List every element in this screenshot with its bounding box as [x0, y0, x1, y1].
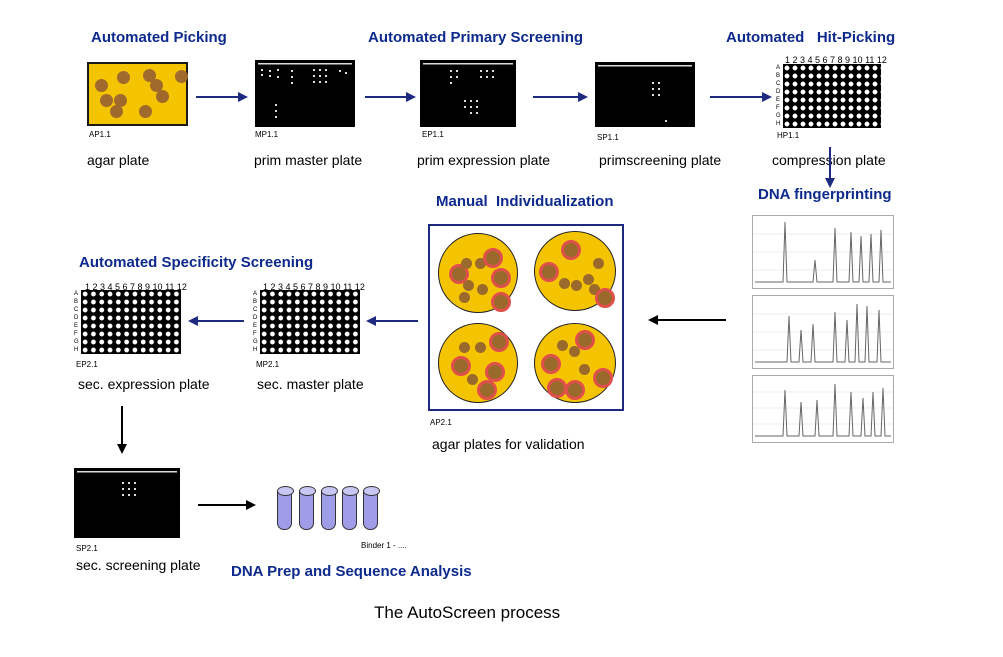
compression-plate-hp11	[783, 64, 881, 128]
sample-tubes	[275, 486, 385, 531]
colony	[139, 105, 152, 118]
plate-well-dots	[423, 63, 513, 114]
petri-dish	[438, 323, 518, 403]
colony	[150, 79, 163, 92]
tube-icon	[342, 486, 359, 530]
colony	[95, 79, 108, 92]
plate-well-dots	[598, 65, 692, 122]
petri-dish	[534, 323, 616, 403]
plate-id-mp21: MP2.1	[256, 360, 280, 369]
chromatogram-trace	[753, 221, 893, 283]
petri-dish	[534, 231, 616, 311]
plate-id-sp21: SP2.1	[76, 544, 98, 553]
chromatogram-trace	[753, 383, 893, 437]
screening-plate-sp11	[595, 62, 695, 127]
chromatogram-3	[752, 375, 894, 443]
plate-well-dots	[77, 471, 177, 496]
colony	[156, 90, 169, 103]
colony	[117, 71, 130, 84]
colony	[100, 94, 113, 107]
plate-label-ap21: agar plates for validation	[432, 436, 585, 452]
plate-id-ep11: EP1.1	[422, 130, 444, 139]
plate-id-hp11: HP1.1	[777, 131, 800, 140]
header-dna-fingerprinting: DNA fingerprinting	[758, 186, 892, 203]
plate-id-ep21: EP2.1	[76, 360, 98, 369]
plate-label-ap11: agar plate	[87, 152, 150, 168]
plate-well-dots	[258, 63, 352, 118]
header-manual-individualization: Manual Individualization	[436, 193, 614, 210]
chromatogram-1	[752, 215, 894, 289]
chromatogram-trace	[753, 303, 893, 363]
expression-plate-ep11	[420, 60, 516, 127]
colony	[175, 70, 188, 83]
master-plate-mp11	[255, 60, 355, 127]
tube-icon	[299, 486, 316, 530]
plate-id-ap11: AP1.1	[89, 130, 111, 139]
header-automated-primary-screening: Automated Primary Screening	[368, 29, 584, 46]
header-automated-picking: Automated Picking	[91, 29, 227, 46]
plate-label-sp11: primscreening plate	[599, 152, 722, 168]
chromatogram-2	[752, 295, 894, 369]
plate-label-mp21: sec. master plate	[257, 376, 364, 392]
colony	[114, 94, 127, 107]
validation-plates-box	[428, 224, 624, 411]
header-dna-prep: DNA Prep and Sequence Analysis	[231, 563, 472, 580]
agar-plate-ap11	[87, 62, 188, 126]
figure-caption: The AutoScreen process	[374, 603, 561, 622]
tube-icon	[363, 486, 380, 530]
colony	[143, 69, 156, 82]
colony	[110, 105, 123, 118]
expression-plate-ep21	[81, 290, 181, 354]
plate-id-mp11: MP1.1	[255, 130, 279, 139]
plate-id-sp11: SP1.1	[597, 133, 619, 142]
screening-plate-sp21	[74, 468, 180, 538]
master-plate-mp21	[260, 290, 360, 354]
binder-label: Binder 1 - ....	[361, 541, 407, 550]
plate-label-mp11: prim master plate	[254, 152, 363, 168]
column-numbers-ep21: 1 2 3 4 5 6 7 8 9 10 11 12	[85, 282, 187, 292]
header-automated-hit-picking: Automated Hit-Picking	[726, 29, 896, 46]
plate-label-hp11: compression plate	[772, 152, 886, 168]
tube-icon	[321, 486, 338, 530]
petri-dish	[438, 233, 518, 313]
column-numbers-hp11: 1 2 3 4 5 6 7 8 9 10 11 12	[785, 55, 887, 65]
plate-label-sp21: sec. screening plate	[76, 557, 201, 573]
header-automated-specificity-screening: Automated Specificity Screening	[79, 254, 314, 271]
column-numbers-mp21: 1 2 3 4 5 6 7 8 9 10 11 12	[263, 282, 365, 292]
plate-label-ep11: prim expression plate	[417, 152, 551, 168]
plate-id-ap21: AP2.1	[430, 418, 452, 427]
tube-icon	[277, 486, 294, 530]
plate-label-ep21: sec. expression plate	[78, 376, 210, 392]
